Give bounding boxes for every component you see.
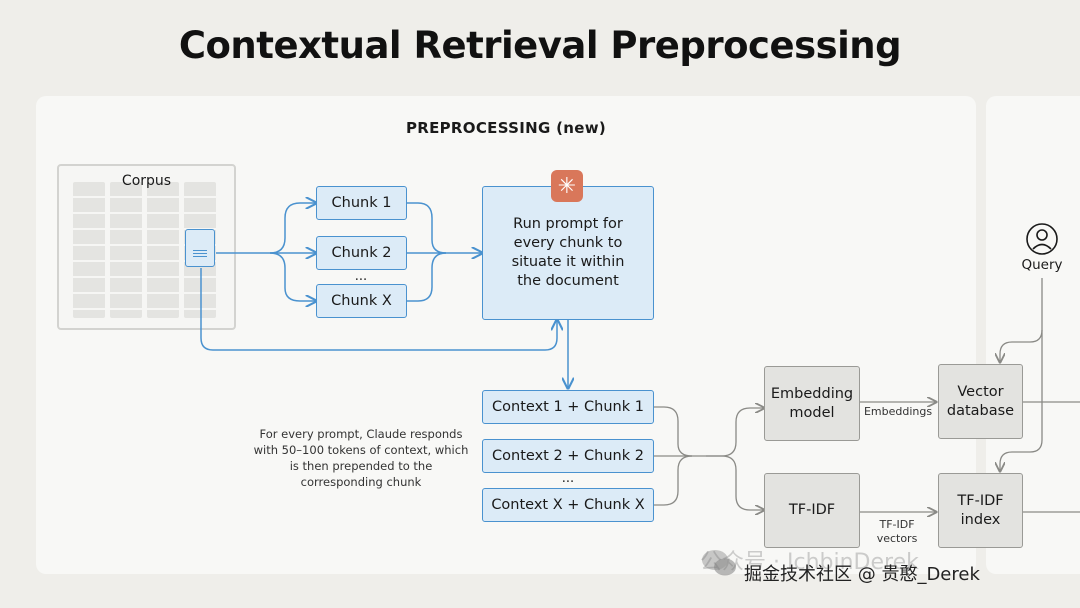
tfidf-vectors-edge-label: TF-IDF vectors: [876, 518, 918, 545]
embeddings-edge-label: Embeddings: [863, 405, 933, 418]
context-2-box: Context 2 + Chunk 2: [482, 439, 654, 473]
corpus-label: Corpus: [121, 173, 172, 189]
document-stack: [110, 182, 142, 318]
context-ellipsis: ...: [561, 471, 575, 486]
selected-document-icon: [185, 229, 215, 267]
query-label: Query: [1021, 257, 1063, 273]
embedding-model-box: Embedding model: [764, 366, 860, 441]
watermark-ghost-text: 公众号 · IchbinDerek: [700, 550, 919, 575]
tfidf-box: TF-IDF: [764, 473, 860, 548]
context-1-box: Context 1 + Chunk 1: [482, 390, 654, 424]
context-x-box: Context X + Chunk X: [482, 488, 654, 522]
watermark-text: 掘金技术社区 @ 贵憨_Derek: [744, 564, 980, 585]
chunk-2-box: Chunk 2: [316, 236, 407, 270]
section-title: PREPROCESSING (new): [405, 119, 607, 137]
claude-note: For every prompt, Claude responds with 5…: [253, 427, 469, 489]
chunk-ellipsis: ...: [354, 269, 368, 284]
document-stack: [147, 182, 179, 318]
user-icon: [1026, 223, 1058, 255]
chunk-1-box: Chunk 1: [316, 186, 407, 220]
tfidf-index-box: TF-IDF index: [938, 473, 1023, 548]
vector-database-box: Vector database: [938, 364, 1023, 439]
wechat-icon: [702, 550, 736, 576]
claude-sparkle-icon: ✳: [551, 170, 583, 202]
page-title: Contextual Retrieval Preprocessing: [178, 24, 902, 67]
prompt-box: Run prompt for every chunk to situate it…: [482, 186, 654, 320]
chunk-x-box: Chunk X: [316, 284, 407, 318]
document-stack: [73, 182, 105, 318]
